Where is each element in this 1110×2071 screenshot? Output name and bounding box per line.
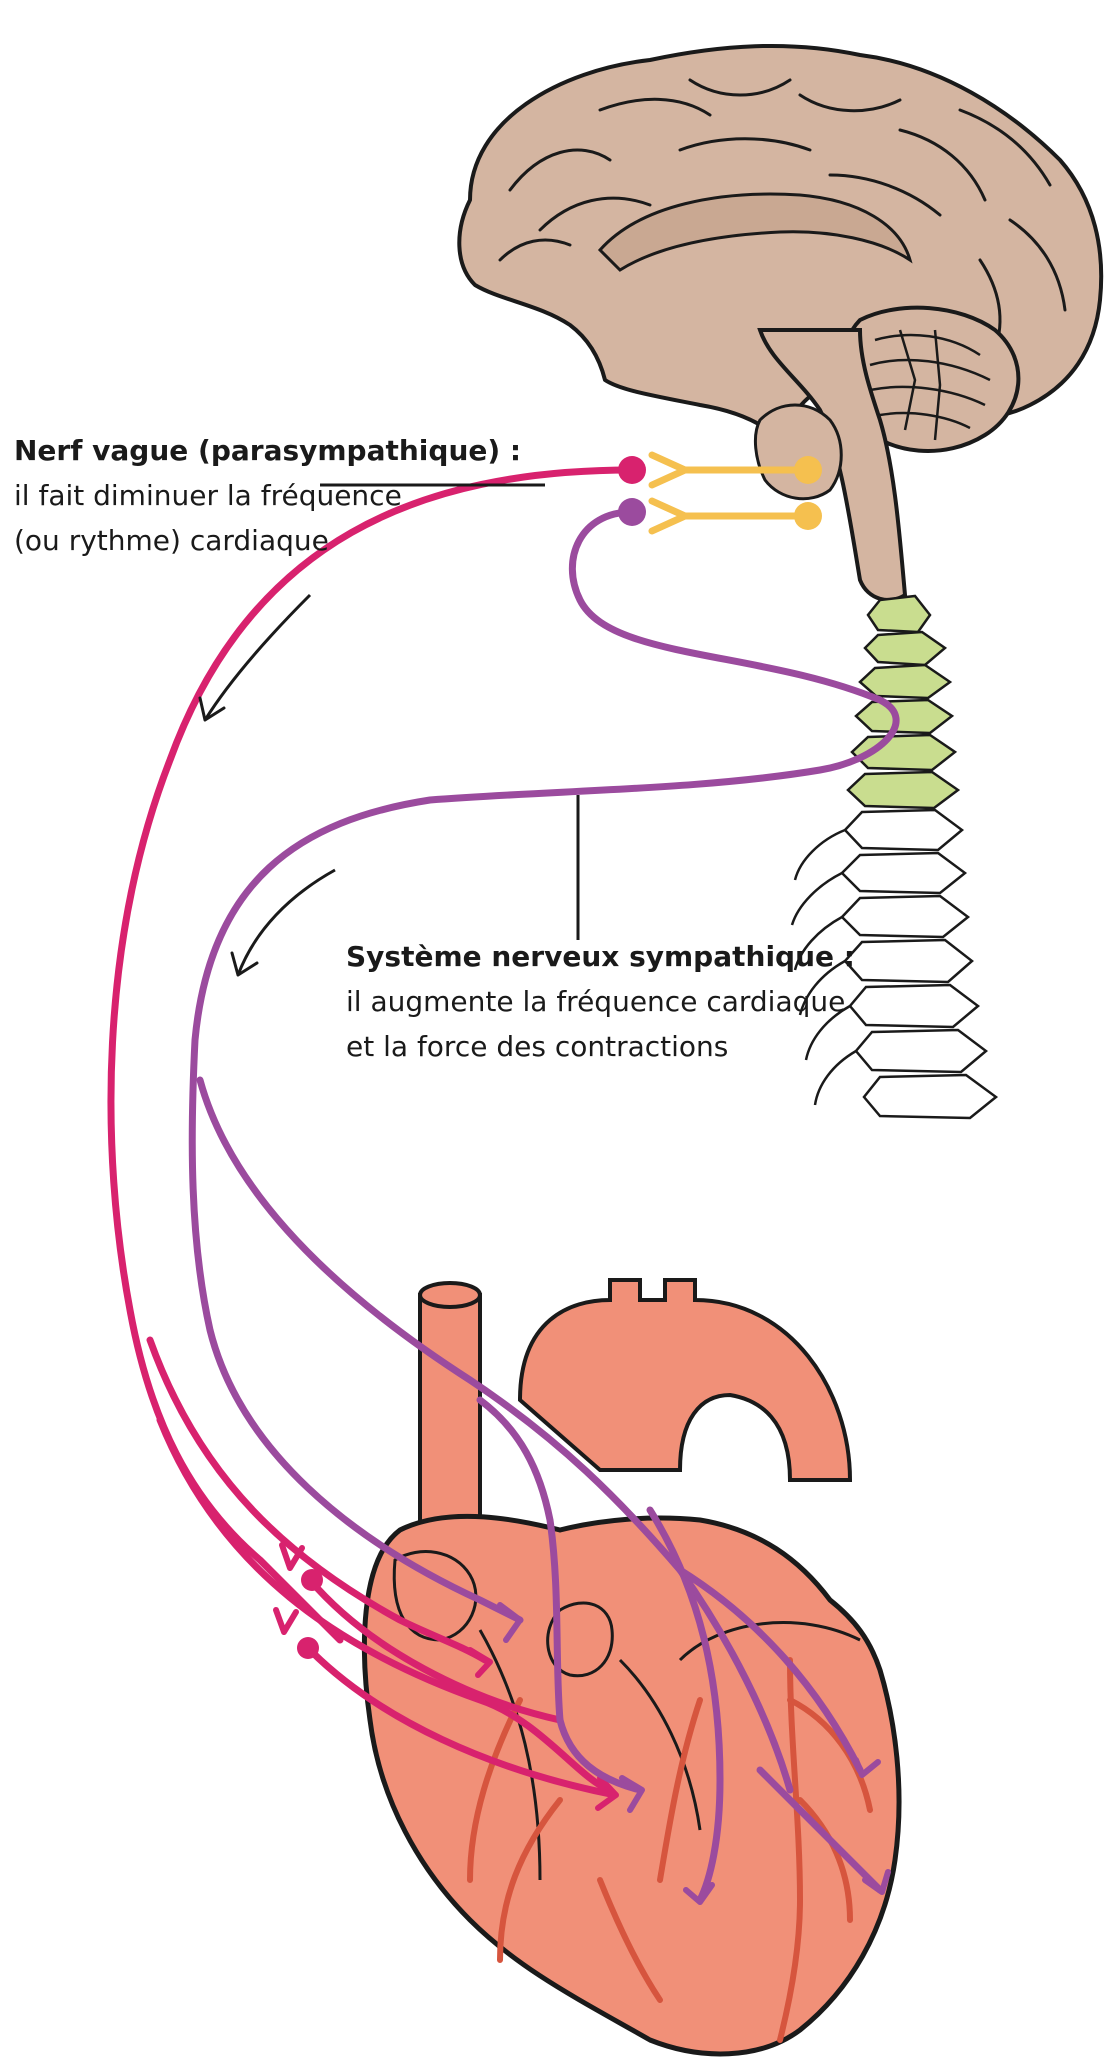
vagus-terminals (273, 1542, 619, 1811)
brainstem-synapses (618, 451, 822, 535)
vagus-knob (618, 456, 646, 484)
cerebellum (839, 305, 1021, 453)
corpus-callosum (597, 192, 913, 272)
sympathetic-nerve (188, 508, 900, 1904)
direction-arrows (198, 593, 336, 977)
vagus-nerve-label: Nerf vague (parasympathique) : il fait d… (14, 428, 521, 563)
vagus-arrow (203, 593, 312, 721)
vagus-branch-2 (156, 1416, 614, 1794)
sympathetic-arrow (236, 868, 336, 976)
sympathetic-label-line-2: et la force des contractions (346, 1030, 729, 1063)
vagus-main-trunk (107, 466, 636, 1644)
sympathetic-knob (618, 498, 646, 526)
vagus-nerve (107, 466, 636, 1799)
sympathetic-branch-4 (756, 1766, 884, 1894)
brain-folds (498, 78, 1067, 352)
sympathetic-nerve-label: Système nerveux sympathique : il augment… (346, 934, 855, 1069)
sympathetic-label-line-1: il augmente la fréquence cardiaque (346, 985, 846, 1018)
vagus-branch-1 (146, 1336, 489, 1664)
sympathetic-branch-1 (196, 1076, 794, 1794)
vagus-label-title: Nerf vague (parasympathique) : (14, 434, 522, 467)
vagus-label-line-2: (ou rythme) cardiaque (14, 524, 329, 557)
sympathetic-label-title: Système nerveux sympathique : (346, 940, 855, 973)
leader-lines (320, 483, 580, 940)
vagus-branch-3 (306, 1576, 564, 1724)
heart (361, 1278, 902, 2057)
vagus-label-line-1: il fait diminuer la fréquence (14, 479, 402, 512)
vagus-branch-4 (306, 1646, 619, 1799)
sympathetic-main-trunk (188, 508, 900, 1624)
vena-cava-top (418, 1281, 482, 1309)
sympathetic-branch-2 (476, 1396, 644, 1794)
sympathetic-branch-5 (676, 1566, 864, 1774)
pons (754, 403, 843, 501)
sympathetic-terminals (497, 1602, 891, 1905)
brainstem (757, 328, 908, 602)
aorta (517, 1278, 853, 1482)
brain (457, 43, 1104, 602)
